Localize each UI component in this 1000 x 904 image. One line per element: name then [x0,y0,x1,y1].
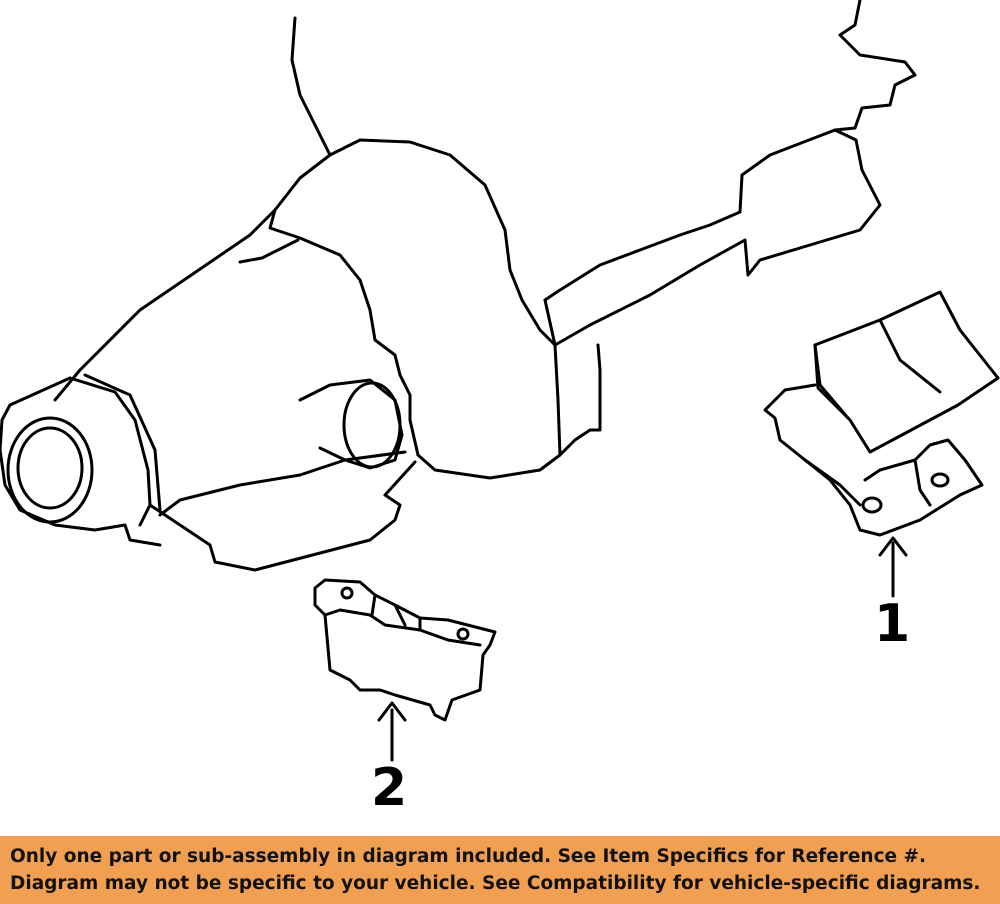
diagram-drawing [0,0,1000,762]
part-2-mount [313,578,497,762]
banner-line-1: Only one part or sub-assembly in diagram… [10,846,927,867]
banner-line-2: Diagram may not be specific to your vehi… [10,873,981,894]
part-1-mount [763,290,1000,598]
info-banner: Only one part or sub-assembly in diagram… [0,836,1000,904]
callout-number-1: 1 [874,594,911,654]
callout-number-2: 2 [371,758,408,818]
transmission-assembly [0,0,917,572]
